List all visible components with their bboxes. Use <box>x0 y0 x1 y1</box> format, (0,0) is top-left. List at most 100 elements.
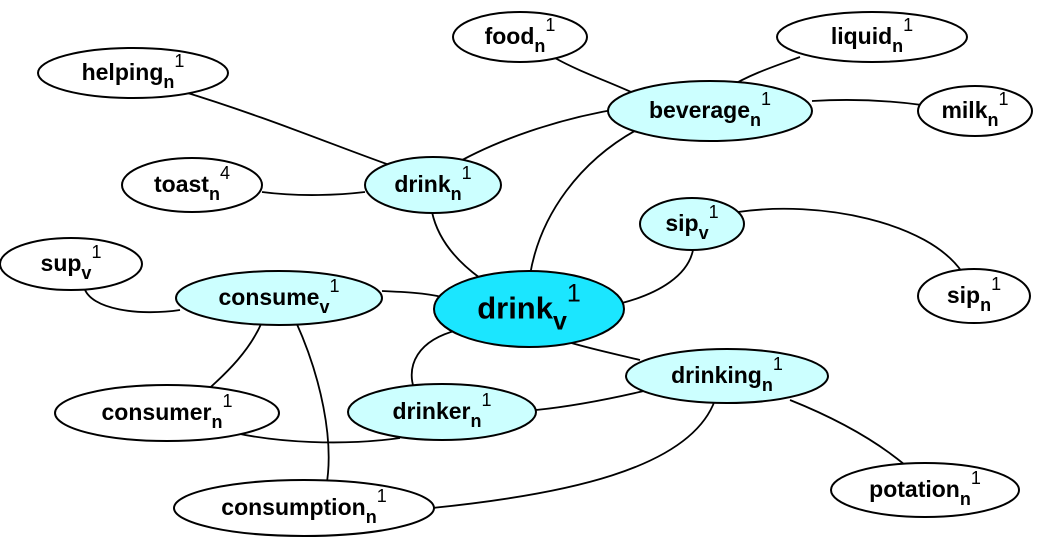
pos-subscript: n <box>980 295 991 315</box>
edge-drink-v-drinker <box>410 329 459 393</box>
node-milk: milkn1 <box>917 85 1033 137</box>
edge-food-beverage <box>554 57 641 97</box>
sense-superscript: 1 <box>709 202 719 222</box>
node-label: liquidn1 <box>831 15 913 56</box>
node-word: consume <box>218 284 319 310</box>
node-label: sipn1 <box>947 274 1001 315</box>
pos-subscript: v <box>553 307 567 335</box>
sense-superscript: 1 <box>329 276 339 296</box>
node-shape <box>121 157 263 213</box>
pos-subscript: n <box>209 184 220 204</box>
node-word: beverage <box>649 97 750 123</box>
edge-consume-drink-v <box>381 290 443 298</box>
edge-beverage-drink-n <box>447 107 625 169</box>
node-consumption: consumptionn1 <box>173 479 435 537</box>
edge-drinking-potation <box>789 399 906 466</box>
pos-subscript: n <box>470 411 481 431</box>
node-sip-n: sipn1 <box>917 268 1031 324</box>
edge-consume-consumption <box>295 321 330 489</box>
sense-superscript: 1 <box>567 279 581 307</box>
node-consumer: consumern1 <box>54 384 280 442</box>
node-shape <box>830 462 1020 518</box>
edge-beverage-drink-v <box>529 127 641 276</box>
node-shape <box>37 47 229 99</box>
node-sup: supv1 <box>0 237 143 291</box>
node-label: toastn4 <box>154 163 230 204</box>
node-label: milkn1 <box>941 89 1008 130</box>
node-helping: helpingn1 <box>37 47 229 99</box>
node-shape <box>607 80 813 142</box>
pos-subscript: n <box>366 507 377 527</box>
edge-toast-drink-n <box>261 191 366 196</box>
node-food: foodn1 <box>452 11 588 63</box>
edge-drinking-consumption <box>431 399 716 509</box>
node-label: helpingn1 <box>82 51 185 92</box>
node-shape <box>917 85 1033 137</box>
sense-superscript: 1 <box>903 15 913 35</box>
sense-superscript: 1 <box>773 354 783 374</box>
node-drink-v: drinkv1 <box>433 270 625 348</box>
sense-superscript: 1 <box>481 390 491 410</box>
node-toast: toastn4 <box>121 157 263 213</box>
node-label: supv1 <box>41 242 102 283</box>
node-shape <box>364 156 502 214</box>
pos-subscript: n <box>762 375 773 395</box>
sense-superscript: 1 <box>91 242 101 262</box>
sense-superscript: 1 <box>971 468 981 488</box>
node-shape <box>452 11 588 63</box>
node-word: toast <box>154 171 209 197</box>
node-label: drinkern1 <box>393 390 492 431</box>
sense-superscript: 1 <box>174 51 184 71</box>
node-word: drinking <box>671 362 762 388</box>
node-label: drinkn1 <box>394 163 471 204</box>
node-shape <box>54 384 280 442</box>
sense-superscript: 1 <box>545 15 555 35</box>
node-word: liquid <box>831 23 892 49</box>
node-word: drinker <box>393 398 471 424</box>
pos-subscript: n <box>960 489 971 509</box>
node-label: consumptionn1 <box>221 486 386 527</box>
pos-subscript: v <box>81 263 91 283</box>
sense-superscript: 1 <box>761 89 771 109</box>
pos-subscript: n <box>988 110 999 130</box>
node-label: drinkv1 <box>477 279 581 335</box>
node-word: consumption <box>221 494 365 520</box>
sense-superscript: 1 <box>377 486 387 506</box>
node-shape <box>776 11 968 63</box>
sense-superscript: 4 <box>220 163 230 183</box>
node-label: sipv1 <box>665 202 718 243</box>
node-drinking: drinkingn1 <box>625 348 829 404</box>
node-label: foodn1 <box>485 15 556 56</box>
sense-superscript: 1 <box>999 89 1009 109</box>
edge-sip-v-drink-v <box>621 249 694 304</box>
pos-subscript: n <box>211 412 222 432</box>
pos-subscript: n <box>451 184 462 204</box>
node-shape <box>173 479 435 537</box>
pos-subscript: v <box>699 223 709 243</box>
sense-superscript: 1 <box>222 391 232 411</box>
node-shape <box>175 270 383 326</box>
edge-drink-v-drinking <box>567 341 641 361</box>
node-shape <box>0 237 143 291</box>
node-word: consumer <box>102 399 212 425</box>
sense-superscript: 1 <box>462 163 472 183</box>
edge-milk-beverage <box>811 99 923 106</box>
pos-subscript: n <box>892 36 903 56</box>
node-shape <box>639 197 745 251</box>
pos-subscript: v <box>319 297 329 317</box>
node-word: drink <box>394 171 450 197</box>
edge-drinker-drinking <box>535 389 649 411</box>
node-shape <box>625 348 829 404</box>
edge-helping-drink-n <box>177 89 399 169</box>
node-word: helping <box>82 59 164 85</box>
node-word: potation <box>869 476 960 502</box>
node-beverage: beveragen1 <box>607 80 813 142</box>
node-potation: potationn1 <box>830 462 1020 518</box>
node-label: consumev1 <box>218 276 339 317</box>
node-label: drinkingn1 <box>671 354 783 395</box>
edge-sup-consume <box>83 286 181 314</box>
node-word: sup <box>41 250 82 276</box>
pos-subscript: n <box>163 72 174 92</box>
